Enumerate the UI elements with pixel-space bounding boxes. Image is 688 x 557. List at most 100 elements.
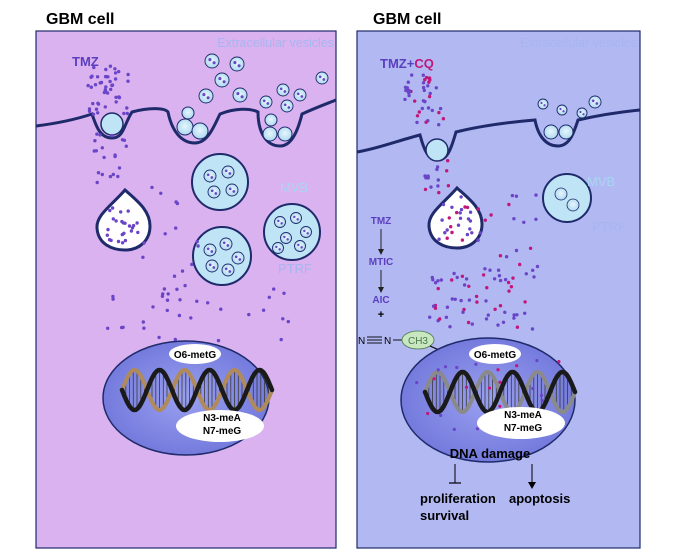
vesicle-cargo-dot — [275, 245, 278, 249]
drug-molecule — [125, 106, 129, 110]
drug-molecule — [105, 75, 109, 79]
drug-molecule — [86, 83, 90, 88]
left-cell-membrane — [35, 98, 337, 148]
drug-molecule — [462, 307, 466, 312]
vesicle-cargo-dot — [222, 80, 226, 84]
vesicle-cargo-dot — [279, 87, 283, 91]
outcome-survival: survival — [420, 508, 469, 523]
left-tmz-label: TMZ — [72, 54, 99, 69]
drug-molecule — [478, 231, 482, 235]
drug-molecule — [151, 305, 155, 309]
drug-molecule — [507, 202, 511, 207]
extracellular-vesicle — [259, 95, 273, 109]
drug-molecule — [436, 184, 440, 188]
drug-molecule — [450, 230, 454, 235]
drug-molecule — [93, 83, 98, 87]
drug-molecule — [434, 86, 438, 90]
drug-molecule — [430, 275, 434, 280]
vesicle-cargo-dot — [212, 61, 216, 65]
drug-molecule — [95, 180, 99, 185]
drug-molecule — [406, 80, 410, 84]
vesicle-cargo-dot — [278, 248, 281, 251]
drug-molecule — [415, 380, 419, 385]
drug-molecule — [438, 106, 443, 111]
drug-molecule — [428, 91, 432, 96]
pathway-mtic: MTIC — [369, 257, 393, 268]
drug-molecule — [459, 207, 464, 212]
vesicle-cargo-dot — [237, 64, 241, 68]
drug-molecule — [123, 238, 128, 243]
extracellular-vesicle — [293, 88, 307, 102]
drug-molecule — [104, 67, 108, 72]
drug-molecule — [126, 79, 130, 83]
left-mvb-intraluminal-vesicles — [203, 165, 312, 277]
drug-molecule — [528, 246, 533, 250]
drug-molecule — [126, 72, 130, 77]
right-cq-label: CQ — [414, 56, 434, 71]
drug-molecule — [102, 155, 106, 160]
extracellular-vesicle — [274, 216, 286, 228]
drug-molecule — [421, 73, 425, 77]
drug-molecule — [534, 217, 538, 221]
drug-molecule — [110, 133, 114, 138]
left-o6-label-bubble — [169, 344, 221, 364]
extracellular-vesicle — [300, 226, 312, 238]
drug-molecule — [420, 106, 424, 111]
right-n3-label: N3-meA — [504, 410, 542, 421]
vesicle-cargo-dot — [240, 95, 244, 99]
drug-molecule — [468, 219, 473, 223]
drug-molecule — [458, 216, 463, 220]
vesicle-cargo-dot — [559, 107, 562, 111]
left-endosome — [95, 187, 152, 252]
drug-molecule — [136, 230, 140, 235]
drug-molecule — [172, 274, 177, 278]
drug-molecule — [436, 279, 440, 283]
drug-molecule — [427, 80, 431, 84]
drug-molecule — [484, 299, 488, 303]
drug-molecule — [120, 241, 125, 245]
drug-molecule — [489, 213, 493, 217]
drug-molecule — [450, 278, 454, 282]
vesicle-cargo-dot — [236, 92, 240, 96]
left-n-label-bubble — [176, 410, 264, 442]
drug-molecule — [174, 226, 178, 230]
vesicle-cargo-dot — [591, 99, 595, 103]
drug-molecule — [94, 107, 99, 111]
vesicle-cargo-dot — [228, 187, 232, 191]
extracellular-vesicle — [280, 232, 292, 244]
activation-arrowhead — [528, 482, 536, 489]
drug-molecule — [98, 133, 102, 137]
drug-molecule — [89, 85, 94, 89]
drug-molecule — [446, 159, 450, 163]
drug-molecule — [435, 167, 439, 172]
drug-molecule — [428, 315, 432, 319]
drug-molecule — [497, 274, 502, 278]
drug-molecule — [98, 81, 102, 85]
drug-molecule — [440, 218, 444, 222]
drug-molecule — [106, 227, 110, 232]
drug-molecule — [415, 120, 419, 125]
vesicle-cargo-dot — [226, 244, 230, 247]
drug-molecule — [460, 274, 465, 278]
right-cell-membrane — [356, 108, 641, 162]
drug-molecule — [452, 427, 456, 431]
drug-molecule — [481, 273, 486, 277]
drug-molecule — [91, 112, 96, 117]
drug-molecule — [432, 377, 436, 381]
extracellular-vesicle — [229, 56, 245, 72]
drug-molecule — [96, 111, 100, 115]
vesicle-cargo-dot — [306, 232, 309, 235]
drug-molecule — [166, 292, 170, 296]
drug-molecule — [465, 205, 470, 210]
vesicle-cargo-dot — [266, 102, 270, 105]
drug-molecule — [437, 123, 441, 127]
drug-molecule — [142, 241, 146, 245]
drug-molecule — [120, 138, 125, 142]
vesicle-cargo-dot — [283, 90, 287, 93]
diazo-n1: N — [358, 336, 365, 347]
drug-molecule — [470, 231, 474, 235]
left-dna-helix — [119, 367, 275, 413]
drug-molecule — [110, 206, 115, 210]
right-dna-helix — [422, 369, 578, 415]
